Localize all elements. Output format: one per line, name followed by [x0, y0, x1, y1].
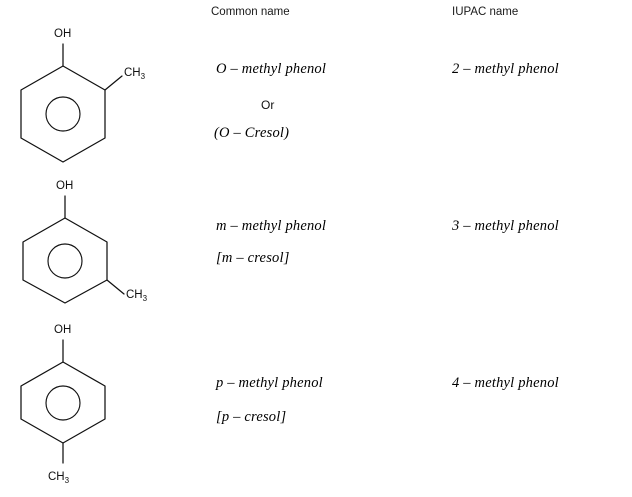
iupac-name-ortho: 2 – methyl phenol	[452, 61, 559, 77]
common-name-meta: m – methyl phenol	[216, 218, 327, 234]
iupac-name-meta: 3 – methyl phenol	[452, 218, 559, 234]
column-header-common-name: Common name	[211, 6, 290, 18]
common-name-para-alt: [p – cresol]	[216, 409, 287, 425]
structure-ortho-cresol: OH CH3	[0, 18, 200, 168]
hydroxyl-label: OH	[56, 180, 73, 192]
structure-para-cresol: OH CH3	[0, 315, 200, 497]
meta-cresol-skeletal-svg: OH CH3	[22, 180, 148, 304]
benzene-ring-hexagon	[20, 65, 106, 163]
bond-to-methyl	[104, 75, 123, 91]
benzene-ring-hexagon	[20, 361, 106, 444]
hydroxyl-label: OH	[54, 324, 71, 336]
hydroxyl-label: OH	[54, 28, 71, 40]
aromatic-ring-circle	[45, 96, 81, 132]
para-cresol-skeletal-svg: OH CH3	[20, 324, 106, 485]
methyl-label: CH3	[126, 289, 148, 303]
structure-meta-cresol: OH CH3	[0, 170, 200, 320]
common-name-para: p – methyl phenol	[216, 375, 323, 391]
common-name-meta-alt: [m – cresol]	[216, 250, 290, 266]
ortho-cresol-skeletal-svg: OH CH3	[20, 28, 146, 163]
aromatic-ring-circle	[47, 243, 83, 279]
bond-to-methyl	[106, 279, 125, 295]
common-name-or-separator: Or	[261, 98, 275, 112]
column-header-iupac-name: IUPAC name	[452, 6, 519, 18]
common-name-ortho: O – methyl phenol	[216, 61, 327, 77]
iupac-name-para: 4 – methyl phenol	[452, 375, 559, 391]
aromatic-ring-circle	[45, 385, 81, 421]
methyl-label: CH3	[48, 471, 70, 485]
benzene-ring-hexagon	[22, 217, 108, 304]
common-name-ortho-alt: (O – Cresol)	[214, 125, 290, 141]
methyl-label: CH3	[124, 67, 146, 81]
